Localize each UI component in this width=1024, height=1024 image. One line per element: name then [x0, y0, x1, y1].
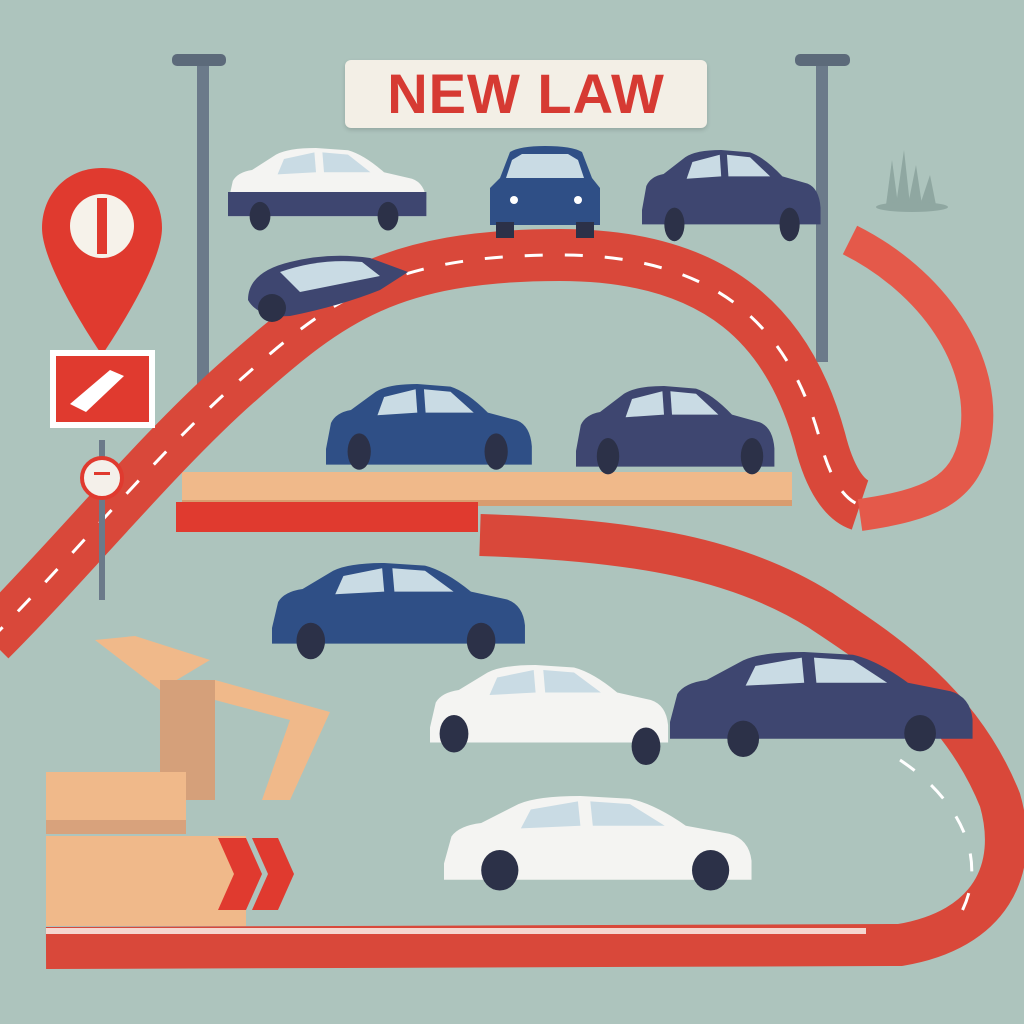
road-main-curve	[0, 228, 871, 659]
tan-platform-middle	[182, 472, 792, 506]
map-pin-icon	[42, 168, 162, 355]
car-white-top-left	[228, 148, 427, 231]
street-lamp-right	[795, 54, 850, 362]
road-right-loop	[842, 225, 994, 531]
car-navy-front	[490, 146, 600, 238]
banner-title: NEW LAW	[387, 62, 665, 125]
car-navy-middle-right	[576, 386, 775, 475]
car-white-bottom	[444, 796, 752, 891]
car-navy-top-right	[642, 150, 821, 242]
car-blue-lower	[272, 563, 525, 660]
road-strip-middle	[176, 502, 478, 532]
car-white-lower-middle	[430, 665, 669, 765]
road-lower-curve	[45, 514, 1024, 969]
chevron-barrier	[218, 838, 294, 910]
car-sports-left	[248, 255, 408, 322]
car-blue-middle-left	[326, 384, 532, 470]
road-sign-icon	[50, 350, 155, 428]
street-lamp-left	[172, 54, 226, 402]
car-navy-lower-right	[670, 652, 973, 757]
new-law-banner: NEW LAW	[345, 60, 707, 128]
grass-tuft-right	[876, 150, 948, 212]
tan-block-lower-left	[46, 636, 330, 926]
round-road-sign-icon	[80, 440, 124, 600]
